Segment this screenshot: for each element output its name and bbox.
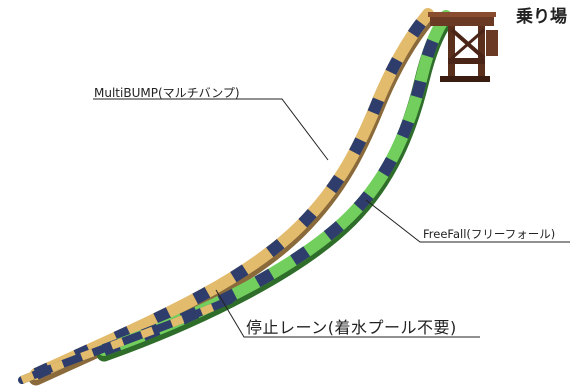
tower-foot xyxy=(440,76,490,82)
stop-lane-stripe xyxy=(20,296,232,384)
multibump-slide xyxy=(28,8,436,386)
leader-lines xyxy=(93,98,570,338)
tower-rail xyxy=(486,30,498,56)
boarding-tower xyxy=(428,12,498,82)
tower-post-right xyxy=(478,26,485,76)
boarding-label: 乗り場 xyxy=(516,7,567,27)
multibump-label: MultiBUMP(マルチバンプ) xyxy=(94,86,240,100)
tower-post-left xyxy=(448,26,455,78)
multibump-slide-segments xyxy=(33,10,433,380)
stop-lane-leader xyxy=(215,289,480,338)
freefall-leader xyxy=(365,199,570,243)
tower-diagonal-2 xyxy=(451,28,485,60)
tower-deck-top xyxy=(428,12,496,17)
multibump-leader xyxy=(93,98,329,161)
tower-brace xyxy=(448,58,485,64)
tower-deck xyxy=(430,16,494,26)
freefall-label: FreeFall(フリーフォール) xyxy=(423,227,556,241)
stop-lane-label: 停止レーン(着水プール不要) xyxy=(246,318,457,337)
stop-lane xyxy=(18,296,234,384)
